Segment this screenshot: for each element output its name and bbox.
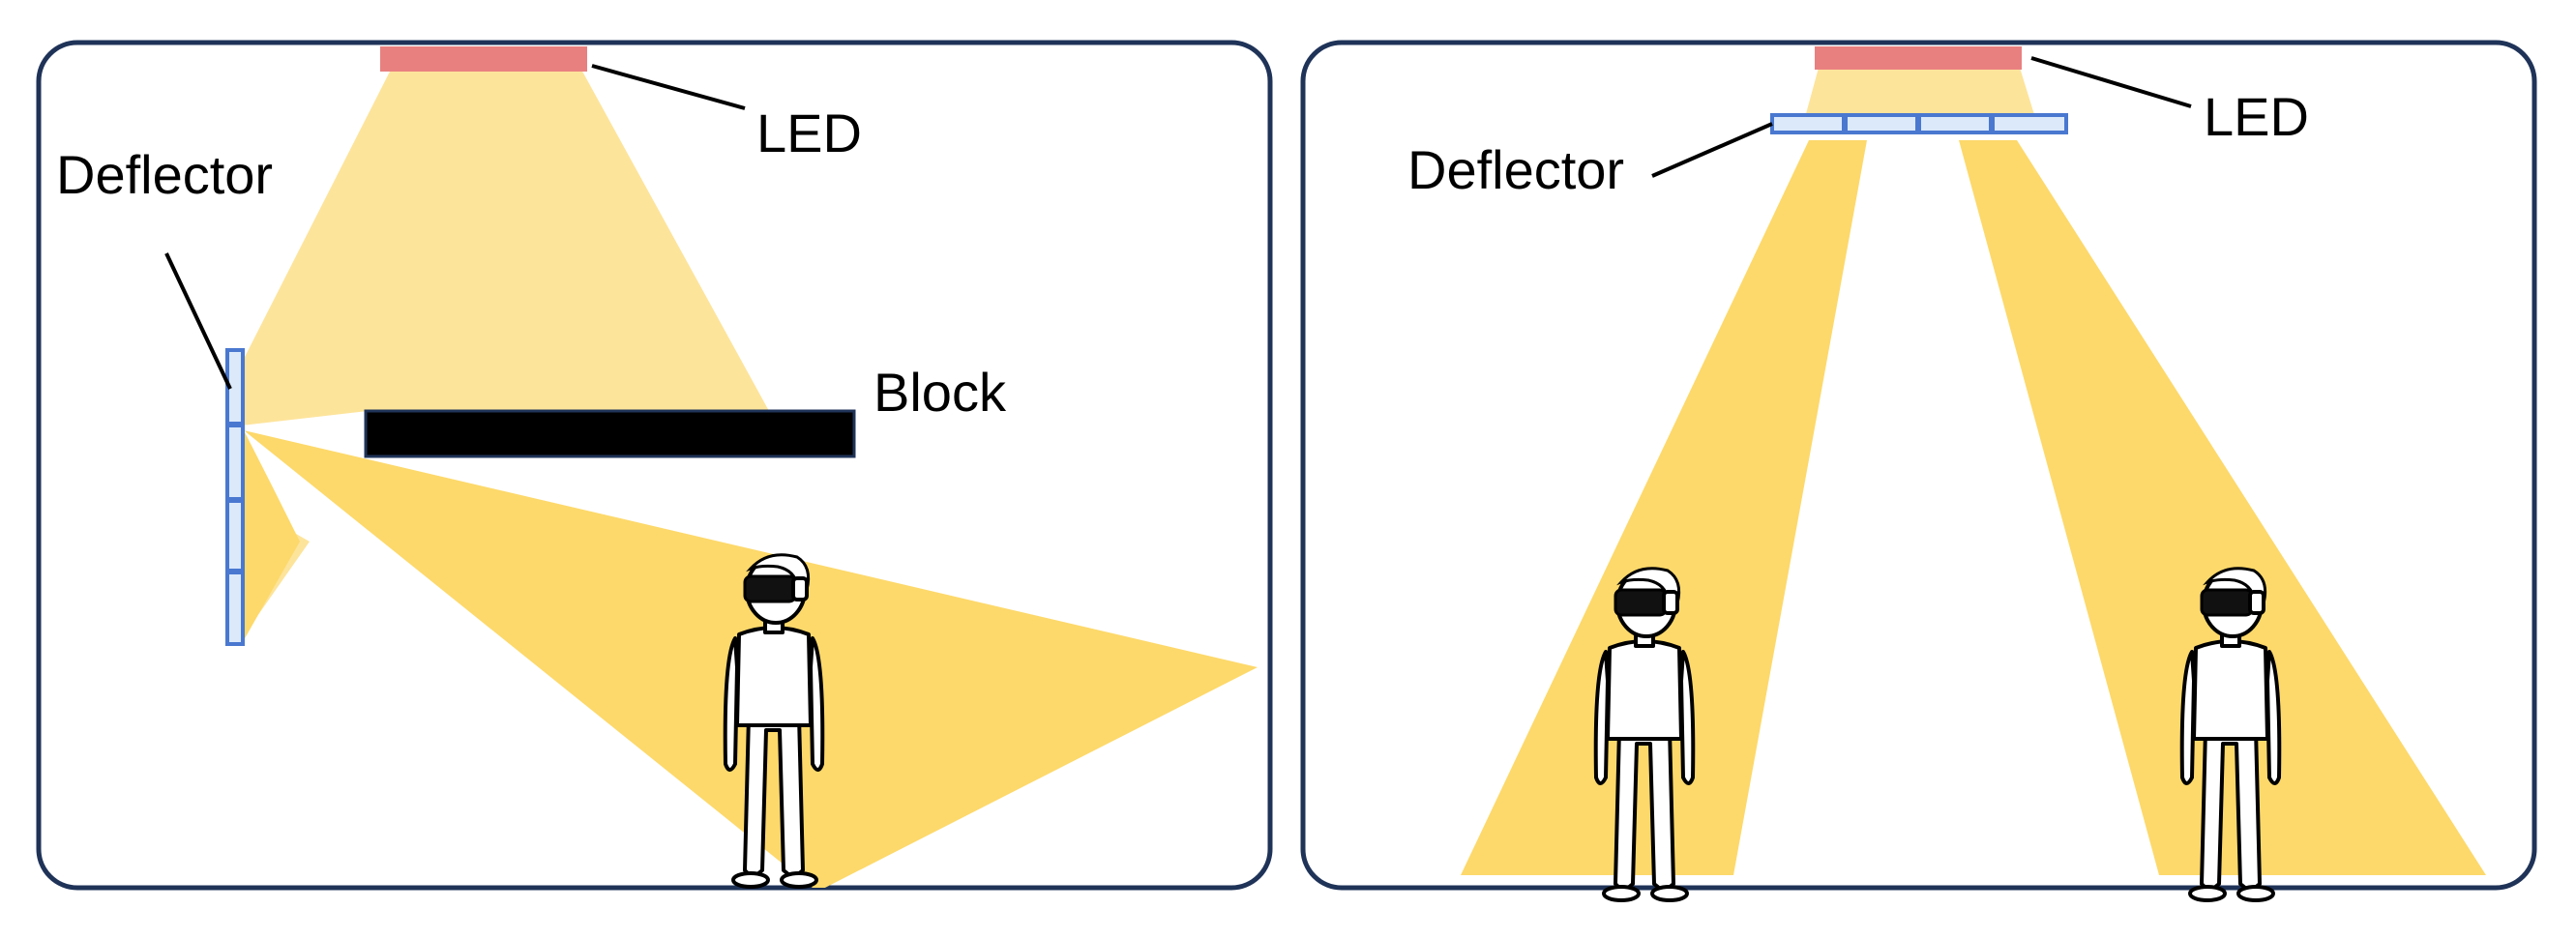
led-bar: [1815, 46, 2022, 70]
deflected-light-beam-right: [1959, 140, 2486, 875]
deflector-segment: [1991, 113, 2068, 134]
block-bar: [364, 409, 856, 458]
block-label: Block: [873, 362, 1007, 423]
deflector-segment: [1917, 113, 1993, 134]
led-bar: [380, 46, 587, 72]
panel-right: LED Deflector: [1300, 40, 2537, 902]
led-label: LED: [756, 103, 862, 163]
led-light-cone: [1804, 68, 2036, 121]
deflector-lower-glow: [244, 430, 300, 640]
led-label: LED: [2204, 86, 2309, 147]
led-light-cone: [242, 68, 769, 425]
deflector-segment: [225, 424, 245, 501]
deflector-segment: [225, 571, 245, 646]
deflected-light-beam-left: [1461, 140, 1867, 875]
deflector-leader-line: [164, 252, 232, 390]
deflector-segment: [1770, 113, 1846, 134]
deflector-horizontal: [1770, 113, 2068, 134]
panel-left: LED Deflector Block: [36, 40, 1273, 891]
deflector-segment: [1844, 113, 1919, 134]
deflector-label: Deflector: [1407, 139, 1624, 200]
deflector-segment: [225, 499, 245, 572]
deflector-label: Deflector: [56, 144, 273, 205]
led-leader-line: [591, 64, 746, 110]
deflector-vertical: [225, 348, 245, 646]
led-leader-line: [2030, 56, 2192, 108]
deflector-leader-line: [1651, 122, 1773, 178]
